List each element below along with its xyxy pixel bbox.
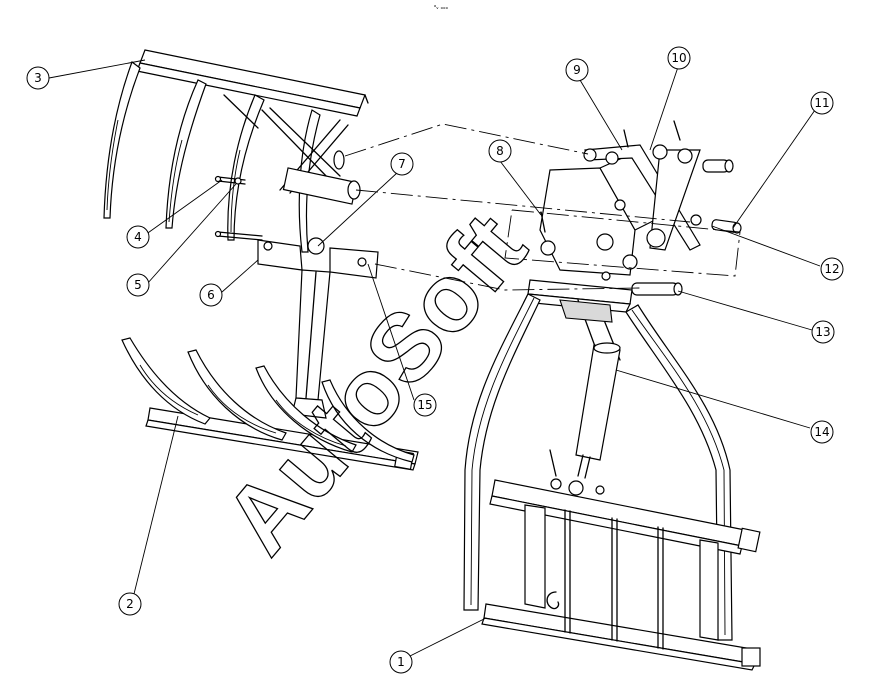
part-label-1: 1 (389, 650, 413, 674)
svg-text:5: 5 (134, 278, 142, 292)
svg-text:1: 1 (397, 655, 405, 669)
part-label-8: 8 (488, 139, 512, 163)
part-label-4: 4 (126, 225, 150, 249)
part-label-9: 9 (565, 58, 589, 82)
leader-lines (48, 59, 821, 657)
svg-text:11: 11 (814, 96, 829, 110)
lower-grapple-jaw (121, 269, 419, 471)
part-label-2: 2 (118, 592, 142, 616)
assembly-axis-lines (344, 123, 741, 291)
svg-text:14: 14 (814, 425, 829, 439)
part-label-10: 10 (667, 46, 691, 70)
svg-text:8: 8 (496, 144, 504, 158)
part-label-5: 5 (126, 273, 150, 297)
part-label-6: 6 (199, 283, 223, 307)
part-label-7: 7 (390, 152, 414, 176)
svg-text:12: 12 (824, 262, 839, 276)
top-mark: ᵃᵥ ₒₒₒ (434, 4, 449, 11)
pivot-bracket-assembly (539, 120, 742, 323)
svg-text:9: 9 (573, 63, 581, 77)
upper-grapple-jaw (103, 49, 379, 279)
part-label-3: 3 (26, 66, 50, 90)
pin-and-washer (214, 175, 263, 241)
part-label-13: 13 (811, 320, 835, 344)
mounting-frame (463, 279, 761, 671)
svg-text:6: 6 (207, 288, 215, 302)
svg-text:7: 7 (398, 157, 406, 171)
hydraulic-cylinder (549, 342, 621, 496)
svg-text:13: 13 (815, 325, 830, 339)
svg-text:10: 10 (671, 51, 686, 65)
part-label-14: 14 (810, 420, 834, 444)
part-label-11: 11 (810, 91, 834, 115)
part-label-12: 12 (820, 257, 844, 281)
svg-text:15: 15 (417, 398, 432, 412)
svg-text:2: 2 (126, 597, 134, 611)
part-label-15: 15 (413, 393, 437, 417)
svg-text:3: 3 (34, 71, 42, 85)
svg-text:4: 4 (134, 230, 142, 244)
